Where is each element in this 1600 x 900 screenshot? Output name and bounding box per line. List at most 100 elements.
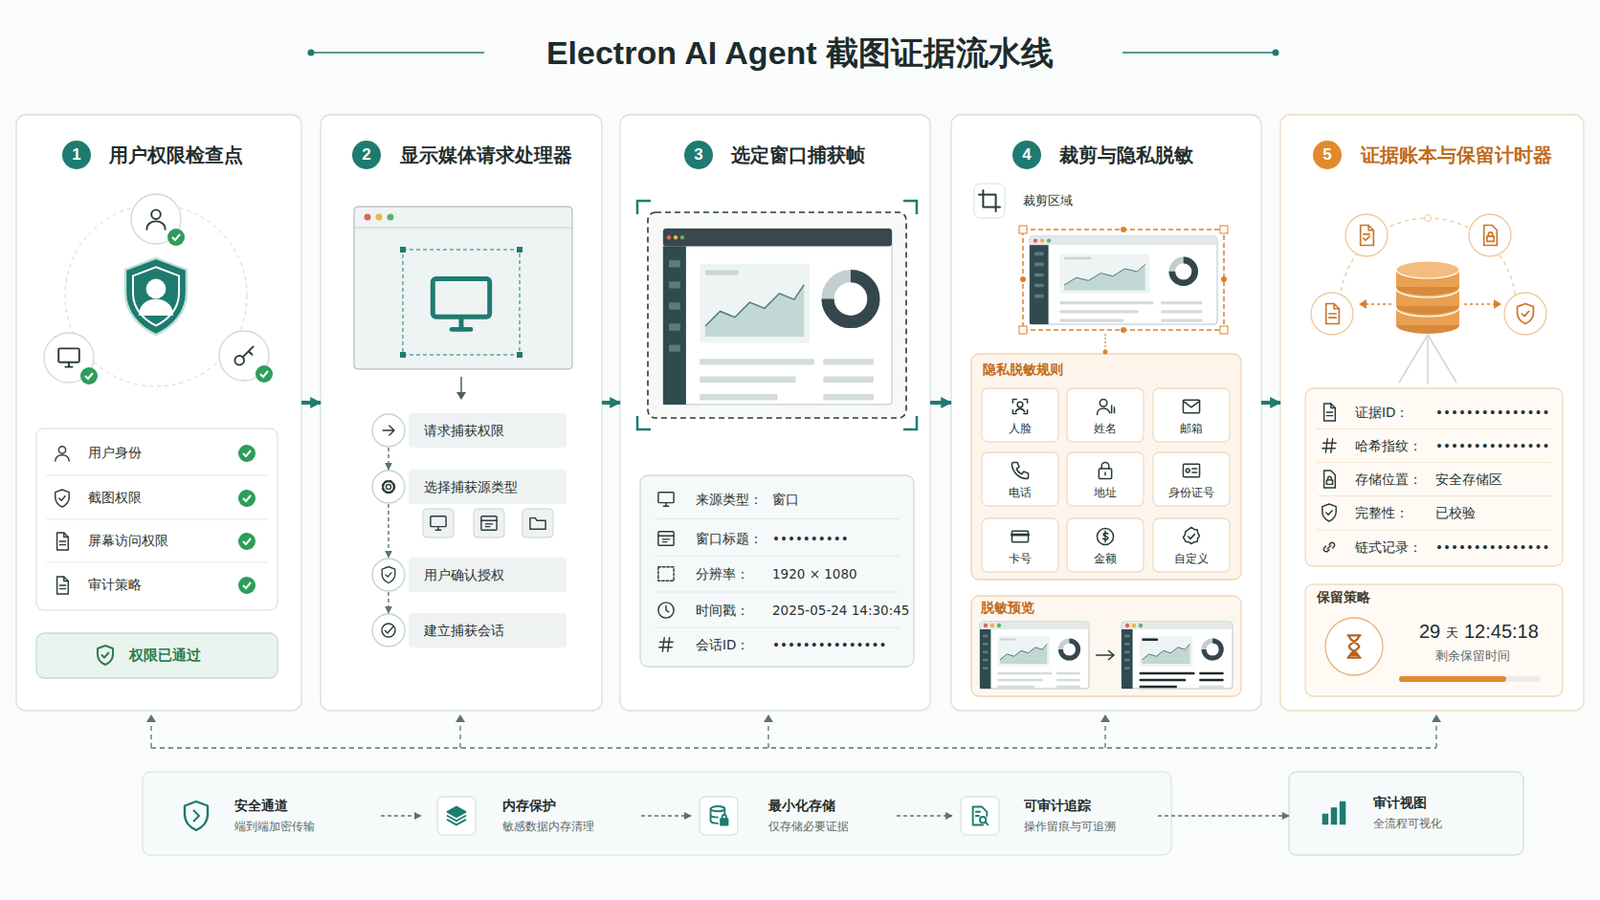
drawing-part (705, 269, 738, 275)
rule-name: 卡号 (1008, 552, 1032, 567)
drawing-part (85, 373, 93, 379)
drawing-part (1139, 679, 1187, 682)
item-title: 可审计追踪 (1023, 798, 1091, 816)
drawing-part (654, 627, 900, 629)
drawing-part (976, 812, 989, 826)
field-value: ••••••••••••••• (1435, 438, 1550, 455)
icon (1324, 470, 1336, 489)
panel-heading: 证据账本与保留计时器 (1360, 143, 1553, 168)
drawing-part (1034, 294, 1045, 299)
drawing-part (146, 221, 165, 229)
drawing-part (654, 592, 900, 594)
drawing-part (1000, 644, 1047, 665)
icon (481, 516, 497, 531)
node-outline (16, 114, 302, 712)
drawing-part (1340, 801, 1346, 824)
drawing-part (1323, 542, 1334, 553)
step-text: 建立捕获会话 (423, 622, 505, 640)
drawing-part (1033, 238, 1038, 243)
drawing-part (654, 518, 900, 520)
rule-name: 邮箱 (1179, 422, 1203, 437)
preview-box: 脱敏预览 (971, 596, 1242, 697)
node-outline (981, 388, 1059, 443)
drawing-part (1034, 273, 1045, 278)
drawing-part (1326, 480, 1333, 486)
drawing-part (381, 623, 396, 638)
rule-tile: 姓名 (1066, 388, 1144, 443)
rule-name: 地址 (1093, 486, 1117, 501)
drawing-part (55, 455, 69, 462)
drawing-part (668, 281, 681, 289)
drawing-part (903, 200, 917, 215)
panel-heading: 用户权限检查点 (109, 143, 244, 168)
rule-name: 身份证号 (1168, 486, 1215, 501)
drawing-part (763, 714, 774, 723)
rule-tile: 自定义 (1153, 518, 1230, 573)
drawing-part (1220, 225, 1228, 234)
drawing-part (1029, 236, 1218, 245)
icon (1011, 462, 1028, 479)
drawing-part (522, 509, 554, 538)
drawing-part (1011, 462, 1028, 479)
drawing-part (243, 538, 251, 545)
field-value: ••••••••••••••• (1435, 404, 1550, 422)
drawing-part (654, 555, 900, 557)
drawing-part (1426, 334, 1429, 385)
drawing-part (1056, 672, 1081, 675)
stage-number: 1 (62, 140, 91, 170)
drawing-part (658, 602, 674, 619)
drawing-part (243, 582, 251, 589)
timer-value: 29 (1419, 620, 1441, 645)
drawing-part (1104, 333, 1106, 351)
drawing-part (647, 212, 907, 419)
drawing-part (167, 228, 185, 246)
drawing-part (243, 495, 251, 502)
drawing-part (1172, 260, 1196, 284)
rule-tile: 地址 (1066, 452, 1144, 507)
icon (1182, 528, 1200, 545)
drawing-part (997, 623, 1001, 628)
drawing-part (138, 299, 174, 316)
drawing-part (658, 532, 674, 546)
flow-connector (301, 400, 321, 405)
drawing-part (1322, 814, 1328, 824)
drawing-part (1122, 51, 1276, 54)
drawing-part (979, 622, 1089, 630)
icon (382, 425, 395, 436)
drawing-part (238, 577, 256, 595)
drawing-part (55, 489, 69, 508)
drawing-part (1272, 49, 1280, 57)
drawing-part (1160, 318, 1202, 322)
drawing-part (1138, 623, 1143, 628)
drawing-part (1199, 679, 1224, 682)
metadata-table: 来源类型：窗口窗口标题：••••••••••分辨率：1920 × 1080时间戳… (640, 475, 914, 667)
node-outline (1153, 388, 1230, 443)
drawing-part (720, 819, 728, 825)
rule-tile: 人脸 (981, 388, 1059, 443)
drawing-part (979, 629, 991, 689)
drawing-part (1099, 399, 1108, 407)
drawing-part (58, 446, 66, 454)
drawing-part (668, 302, 681, 310)
stage-number: 4 (1012, 140, 1042, 170)
drawing-part (435, 527, 441, 532)
rule-name: 金额 (1093, 552, 1117, 567)
drawing-part (1427, 334, 1457, 383)
node-outline (971, 354, 1242, 580)
drawing-part (1326, 304, 1340, 325)
drawing-part (151, 747, 1437, 749)
drawing-part (243, 346, 254, 357)
icon (58, 348, 80, 367)
drawing-part (146, 279, 167, 300)
process-step: 选择捕获源类型 (368, 469, 567, 505)
check-item: 审计策略 (88, 577, 142, 595)
node-outline (981, 518, 1059, 573)
icon (447, 807, 467, 826)
drawing-part (45, 562, 268, 564)
drawing-part (997, 686, 1035, 689)
drawing-part (1182, 400, 1200, 408)
drawing-part (903, 416, 917, 430)
group-title: 保留策略 (1316, 589, 1371, 607)
node-outline (1280, 114, 1584, 712)
